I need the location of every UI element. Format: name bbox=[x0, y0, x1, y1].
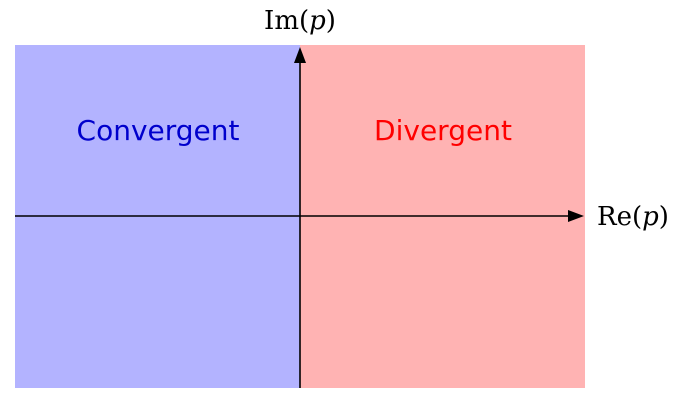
imaginary-axis-arrowhead bbox=[294, 47, 306, 63]
convergent-label: Convergent bbox=[77, 114, 240, 147]
divergent-label: Divergent bbox=[374, 114, 512, 147]
real-axis-label: Re(p) bbox=[597, 202, 669, 232]
imaginary-axis-label: Im(p) bbox=[264, 6, 336, 36]
real-axis-arrowhead bbox=[568, 210, 584, 222]
